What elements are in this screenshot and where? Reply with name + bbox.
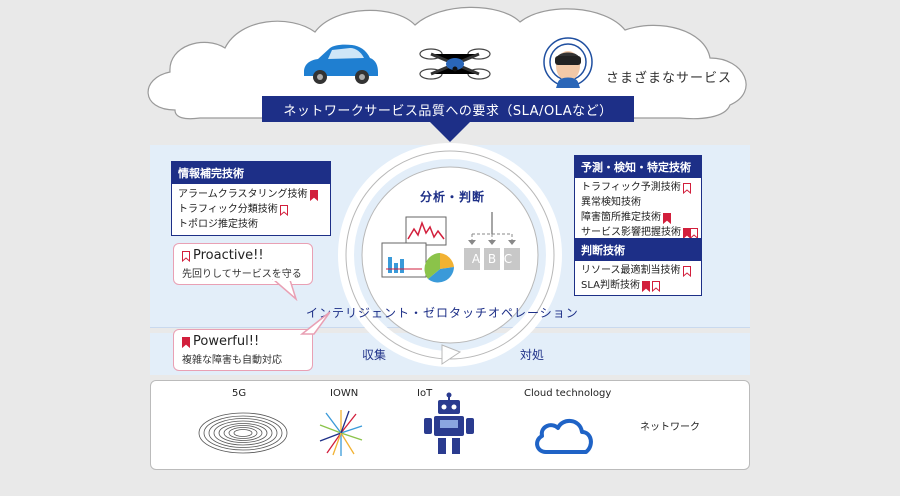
bookmark-outline-icon xyxy=(682,182,691,194)
choice-a: A xyxy=(471,252,481,266)
network-label: ネットワーク xyxy=(640,422,700,433)
tech-item-label: 異常検知技術 xyxy=(581,197,641,208)
cloud-icon xyxy=(535,419,593,454)
proactive-subtitle: 先回りしてサービスを守る xyxy=(182,269,302,280)
tech-item-label: トラフィック予測技術 xyxy=(581,182,681,193)
bookmark-outline-icon xyxy=(279,204,288,216)
tech-item: リソース最適割当技術 xyxy=(575,263,701,278)
tech-item: トポロジ推定技術 xyxy=(172,217,330,232)
respond-label: 対処 xyxy=(520,348,545,362)
tech-item: 異常検知技術 xyxy=(575,195,701,210)
tech-label-iot: IoT xyxy=(417,388,433,399)
robot-icon xyxy=(424,392,474,454)
proactive-callout-tail xyxy=(272,279,298,301)
tech-item: 障害箇所推定技術 xyxy=(575,210,701,225)
tech-item-label: 障害箇所推定技術 xyxy=(581,212,661,223)
prediction-list: トラフィック予測技術異常検知技術障害箇所推定技術サービス影響把握技術 xyxy=(575,178,701,242)
chart-screen-icon xyxy=(381,216,454,283)
collect-label: 収集 xyxy=(362,348,387,362)
ops-label: インテリジェント・ゼロタッチオペレーション xyxy=(306,306,579,320)
bookmark-filled-icon xyxy=(309,189,318,201)
tech-item: SLA判断技術 xyxy=(575,278,701,293)
powerful-callout: Powerful!! 複雑な障害も自動対応 xyxy=(173,329,313,371)
judgment-box: 判断技術 リソース最適割当技術 SLA判断技術 xyxy=(574,238,702,296)
bookmark-outline-icon xyxy=(182,250,190,262)
tech-item: トラフィック分類技術 xyxy=(172,202,330,217)
bookmark-filled-icon xyxy=(642,280,650,292)
info-complement-box: 情報補完技術 アラームクラスタリング技術トラフィック分類技術トポロジ推定技術 xyxy=(171,161,331,236)
proactive-callout: Proactive!! 先回りしてサービスを守る xyxy=(173,243,313,285)
tech-item-label: リソース最適割当技術 xyxy=(581,265,681,276)
bookmark-filled-icon xyxy=(683,227,691,239)
services-label: さまざまなサービス xyxy=(606,71,733,86)
prediction-title: 予測・検知・特定技術 xyxy=(575,156,701,178)
tech-item-label: サービス影響把握技術 xyxy=(581,227,681,238)
tech-label-iown: IOWN xyxy=(330,388,359,399)
info-complement-title: 情報補完技術 xyxy=(172,162,330,184)
ripple-icon xyxy=(198,412,288,454)
car-icon xyxy=(304,44,378,84)
drone-icon xyxy=(419,48,491,80)
choice-b: B xyxy=(487,252,497,266)
proactive-title: Proactive!! xyxy=(193,248,264,263)
tech-item-label: SLA判断技術 xyxy=(581,280,640,291)
abc-labels: A B C xyxy=(464,252,520,266)
abc-select-icon xyxy=(464,212,520,270)
bookmark-filled-icon xyxy=(663,212,671,224)
powerful-subtitle: 複雑な障害も自動対応 xyxy=(182,355,282,366)
tech-item: アラームクラスタリング技術 xyxy=(172,187,330,202)
requirement-banner: ネットワークサービス品質への要求（SLA/OLAなど） xyxy=(262,96,634,122)
bookmark-outline-icon xyxy=(652,280,660,292)
analysis-label: 分析・判断 xyxy=(420,190,486,204)
bookmark-filled-icon xyxy=(182,336,190,348)
powerful-callout-tail xyxy=(300,311,331,335)
powerful-title: Powerful!! xyxy=(193,334,260,349)
tech-item-label: アラームクラスタリング技術 xyxy=(178,189,308,200)
judgment-title: 判断技術 xyxy=(575,239,701,261)
tech-label-5g: 5G xyxy=(232,388,247,399)
light-burst-icon xyxy=(319,410,363,456)
bookmark-outline-icon xyxy=(690,227,698,239)
cycle-ring xyxy=(338,143,562,367)
tech-item-label: トラフィック分類技術 xyxy=(178,204,278,215)
prediction-box: 予測・検知・特定技術 トラフィック予測技術異常検知技術障害箇所推定技術サービス影… xyxy=(574,155,702,243)
tech-label-cloud: Cloud technology xyxy=(524,388,612,399)
bookmark-outline-icon xyxy=(682,265,691,277)
requirement-arrow xyxy=(430,122,470,142)
choice-c: C xyxy=(503,252,513,266)
tech-item: サービス影響把握技術 xyxy=(575,225,701,240)
judgment-list: リソース最適割当技術 SLA判断技術 xyxy=(575,261,701,295)
tech-item-label: トポロジ推定技術 xyxy=(178,219,258,230)
vr-headset-icon xyxy=(543,37,593,88)
info-complement-list: アラームクラスタリング技術トラフィック分類技術トポロジ推定技術 xyxy=(172,184,330,235)
tech-item: トラフィック予測技術 xyxy=(575,180,701,195)
